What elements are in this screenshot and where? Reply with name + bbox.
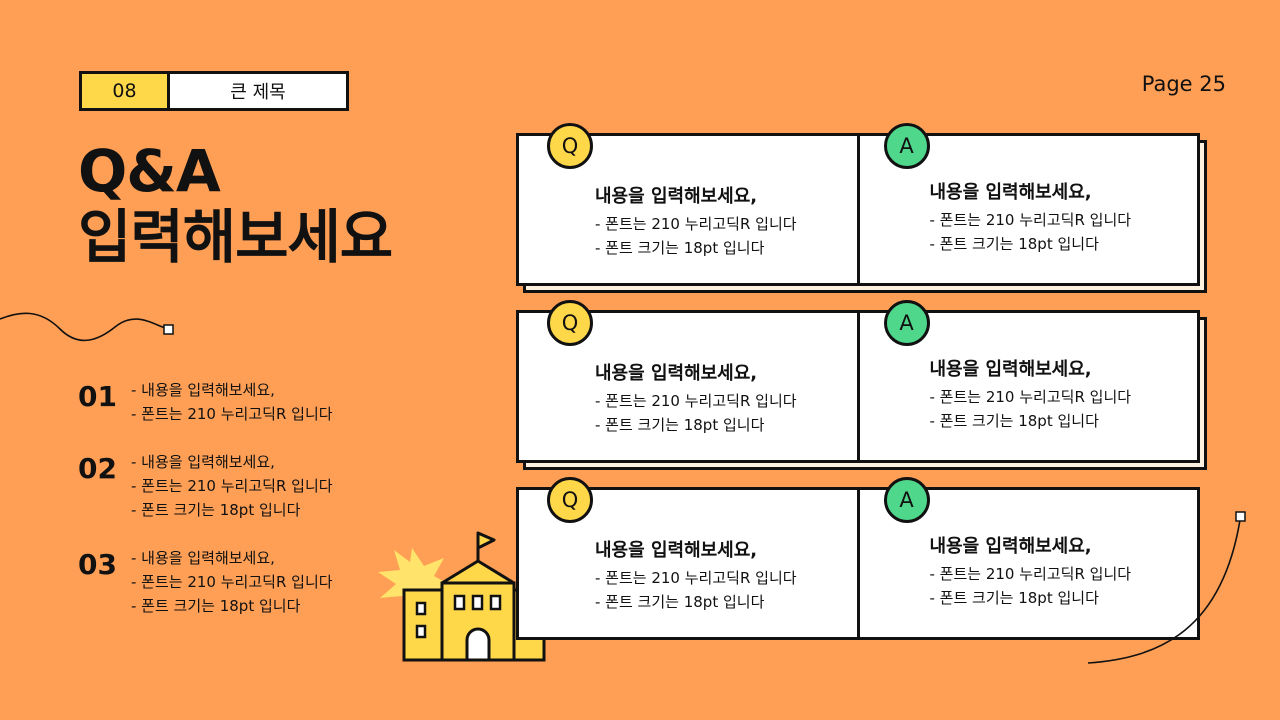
a-badge: A	[883, 123, 930, 169]
page-title: Q&A 입력해보세요	[78, 137, 393, 271]
question-line: - 폰트 크기는 18pt 입니다	[595, 239, 765, 257]
a-badge: A	[883, 477, 930, 523]
qa-row: Q 내용을 입력해보세요, - 폰트는 210 누리고딕R 입니다 - 폰트 크…	[516, 477, 1200, 640]
question-heading: 내용을 입력해보세요,	[595, 186, 758, 207]
section-tag: 08 큰 제목	[79, 71, 349, 111]
answer-line: - 폰트는 210 누리고딕R 입니다	[929, 211, 1132, 229]
wave-line-icon	[0, 312, 174, 342]
list-item: 02 - 내용을 입력해보세요, - 폰트는 210 누리고딕R 입니다 - 폰…	[78, 450, 408, 522]
answer-card: A 내용을 입력해보세요, - 폰트는 210 누리고딕R 입니다 - 폰트 크…	[856, 123, 1198, 283]
answer-line: - 폰트 크기는 18pt 입니다	[929, 589, 1099, 607]
list-item-number: 01	[78, 380, 117, 413]
title-line-2: 입력해보세요	[78, 203, 393, 271]
list-item-line: - 내용을 입력해보세요,	[131, 549, 275, 567]
list-item-line: - 내용을 입력해보세요,	[131, 381, 275, 399]
qa-row: Q 내용을 입력해보세요, - 폰트는 210 누리고딕R 입니다 - 폰트 크…	[516, 123, 1207, 293]
question-line: - 폰트 크기는 18pt 입니다	[595, 416, 765, 434]
q-badge: Q	[547, 123, 593, 169]
answer-heading: 내용을 입력해보세요,	[929, 536, 1092, 557]
list-item-line: - 폰트 크기는 18pt 입니다	[131, 501, 301, 519]
answer-heading: 내용을 입력해보세요,	[929, 182, 1092, 203]
question-heading: 내용을 입력해보세요,	[595, 363, 758, 384]
summary-list: 01 - 내용을 입력해보세요, - 폰트는 210 누리고딕R 입니다 02 …	[78, 378, 408, 642]
question-line: - 폰트는 210 누리고딕R 입니다	[595, 215, 797, 233]
list-item-line: - 폰트는 210 누리고딕R 입니다	[131, 477, 333, 495]
list-item-line: - 내용을 입력해보세요,	[131, 453, 275, 471]
answer-line: - 폰트 크기는 18pt 입니다	[929, 412, 1099, 430]
title-line-1: Q&A	[78, 137, 221, 205]
answer-card: A 내용을 입력해보세요, - 폰트는 210 누리고딕R 입니다 - 폰트 크…	[856, 300, 1198, 460]
qa-row: Q 내용을 입력해보세요, - 폰트는 210 누리고딕R 입니다 - 폰트 크…	[516, 300, 1207, 470]
answer-line: - 폰트는 210 누리고딕R 입니다	[929, 388, 1132, 406]
page-number: Page 25	[1141, 72, 1226, 96]
question-card: Q 내용을 입력해보세요, - 폰트는 210 누리고딕R 입니다 - 폰트 크…	[519, 477, 857, 637]
answer-line: - 폰트 크기는 18pt 입니다	[929, 235, 1099, 253]
section-number: 08	[82, 74, 170, 108]
a-badge: A	[883, 300, 930, 346]
list-item-line: - 폰트 크기는 18pt 입니다	[131, 597, 301, 615]
list-item-line: - 폰트는 210 누리고딕R 입니다	[131, 573, 333, 591]
answer-line: - 폰트는 210 누리고딕R 입니다	[929, 565, 1132, 583]
q-badge: Q	[547, 477, 593, 523]
q-badge: Q	[547, 300, 593, 346]
question-line: - 폰트는 210 누리고딕R 입니다	[595, 569, 797, 587]
list-item-number: 02	[78, 452, 117, 485]
list-item: 01 - 내용을 입력해보세요, - 폰트는 210 누리고딕R 입니다	[78, 378, 408, 426]
question-card: Q 내용을 입력해보세요, - 폰트는 210 누리고딕R 입니다 - 폰트 크…	[519, 123, 857, 283]
answer-heading: 내용을 입력해보세요,	[929, 359, 1092, 380]
list-item-line: - 폰트는 210 누리고딕R 입니다	[131, 405, 333, 423]
answer-card: A 내용을 입력해보세요, - 폰트는 210 누리고딕R 입니다 - 폰트 크…	[856, 477, 1198, 637]
question-line: - 폰트는 210 누리고딕R 입니다	[595, 392, 797, 410]
question-line: - 폰트 크기는 18pt 입니다	[595, 593, 765, 611]
section-label: 큰 제목	[230, 82, 286, 103]
list-item-number: 03	[78, 548, 117, 581]
list-item: 03 - 내용을 입력해보세요, - 폰트는 210 누리고딕R 입니다 - 폰…	[78, 546, 408, 618]
question-card: Q 내용을 입력해보세요, - 폰트는 210 누리고딕R 입니다 - 폰트 크…	[519, 300, 857, 460]
question-heading: 내용을 입력해보세요,	[595, 540, 758, 561]
curve-line-icon	[1087, 511, 1246, 664]
